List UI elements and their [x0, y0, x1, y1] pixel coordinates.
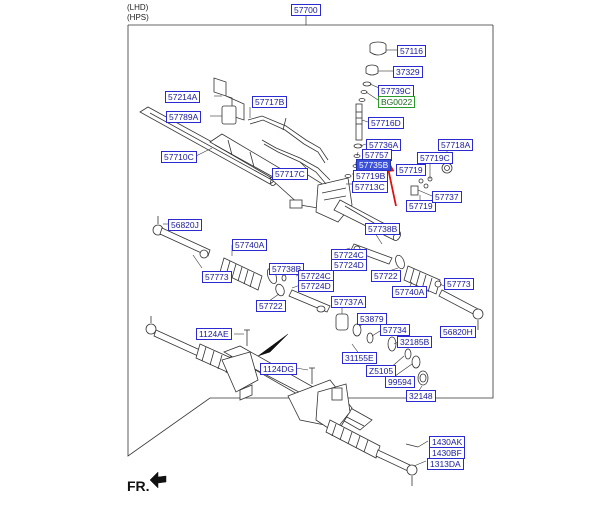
- part-label-1124ae[interactable]: 1124AE: [196, 328, 232, 340]
- part-label-57722-right[interactable]: 57722: [371, 270, 401, 282]
- part-label-57719-upper[interactable]: 57719: [396, 164, 426, 176]
- part-label-57719-lower[interactable]: 57719: [406, 200, 436, 212]
- header-lhd: (LHD): [127, 3, 149, 12]
- part-label-57700[interactable]: 57700: [291, 4, 321, 16]
- part-label-57738b-left[interactable]: 57738B: [269, 263, 305, 275]
- part-label-57738b-right[interactable]: 57738B: [365, 223, 401, 235]
- pointer-triangle: [257, 333, 289, 357]
- part-label-57724d-left[interactable]: 57724D: [298, 280, 334, 292]
- mount-bracket: [213, 77, 245, 125]
- part-label-57789a[interactable]: 57789A: [166, 111, 202, 123]
- part-label-57710c[interactable]: 57710C: [161, 151, 197, 163]
- part-label-57719c[interactable]: 57719C: [417, 152, 453, 164]
- part-label-53879[interactable]: 53879: [357, 313, 387, 325]
- part-label-57717b[interactable]: 57717B: [252, 96, 288, 108]
- part-label-57722-left[interactable]: 57722: [256, 300, 286, 312]
- part-label-32185b[interactable]: 32185B: [397, 336, 433, 348]
- part-label-31155e[interactable]: 31155E: [342, 352, 377, 364]
- right-tie-rod-end: [438, 289, 484, 330]
- input-shaft: [344, 41, 387, 178]
- part-label-57716d[interactable]: 57716D: [368, 117, 404, 129]
- part-label-56820j[interactable]: 56820J: [168, 219, 202, 231]
- part-label-57724d-right[interactable]: 57724D: [331, 259, 367, 271]
- lower-assembly: [145, 316, 419, 486]
- part-label-99594[interactable]: 99594: [385, 376, 415, 388]
- left-tie-rod-end: [152, 216, 211, 259]
- part-label-57773-right[interactable]: 57773: [444, 278, 474, 290]
- part-label-57116[interactable]: 57116: [397, 45, 427, 57]
- part-label-57214a[interactable]: 57214A: [165, 91, 201, 103]
- part-label-1124dg[interactable]: 1124DG: [260, 363, 298, 375]
- fr-arrow: [149, 471, 167, 489]
- rack-tube-left: [139, 106, 279, 186]
- part-label-37329[interactable]: 37329: [393, 66, 423, 78]
- part-label-57718a[interactable]: 57718A: [438, 139, 474, 151]
- front-direction-label: FR.: [127, 478, 150, 494]
- frame: [127, 25, 494, 457]
- part-label-57717c[interactable]: 57717C: [272, 168, 308, 180]
- part-label-1313da[interactable]: 1313DA: [427, 458, 464, 470]
- yoke-parts: [410, 162, 453, 196]
- part-label-57737[interactable]: 57737: [432, 191, 462, 203]
- part-label-57713c[interactable]: 57713C: [352, 181, 388, 193]
- part-label-57740a-right[interactable]: 57740A: [392, 286, 428, 298]
- part-label-57734[interactable]: 57734: [380, 324, 410, 336]
- part-label-57740a-left[interactable]: 57740A: [232, 239, 268, 251]
- right-boot: [395, 254, 442, 295]
- part-label-56820h[interactable]: 56820H: [440, 326, 476, 338]
- part-label-bg0022[interactable]: BG0022: [378, 96, 416, 108]
- inner-tie-rod-left: [288, 289, 331, 313]
- part-label-32148[interactable]: 32148: [406, 390, 436, 402]
- part-label-57773-left[interactable]: 57773: [202, 271, 232, 283]
- part-label-z5105[interactable]: Z5105: [366, 365, 397, 377]
- header-hps: (HPS): [127, 13, 149, 22]
- part-label-57737a[interactable]: 57737A: [331, 296, 367, 308]
